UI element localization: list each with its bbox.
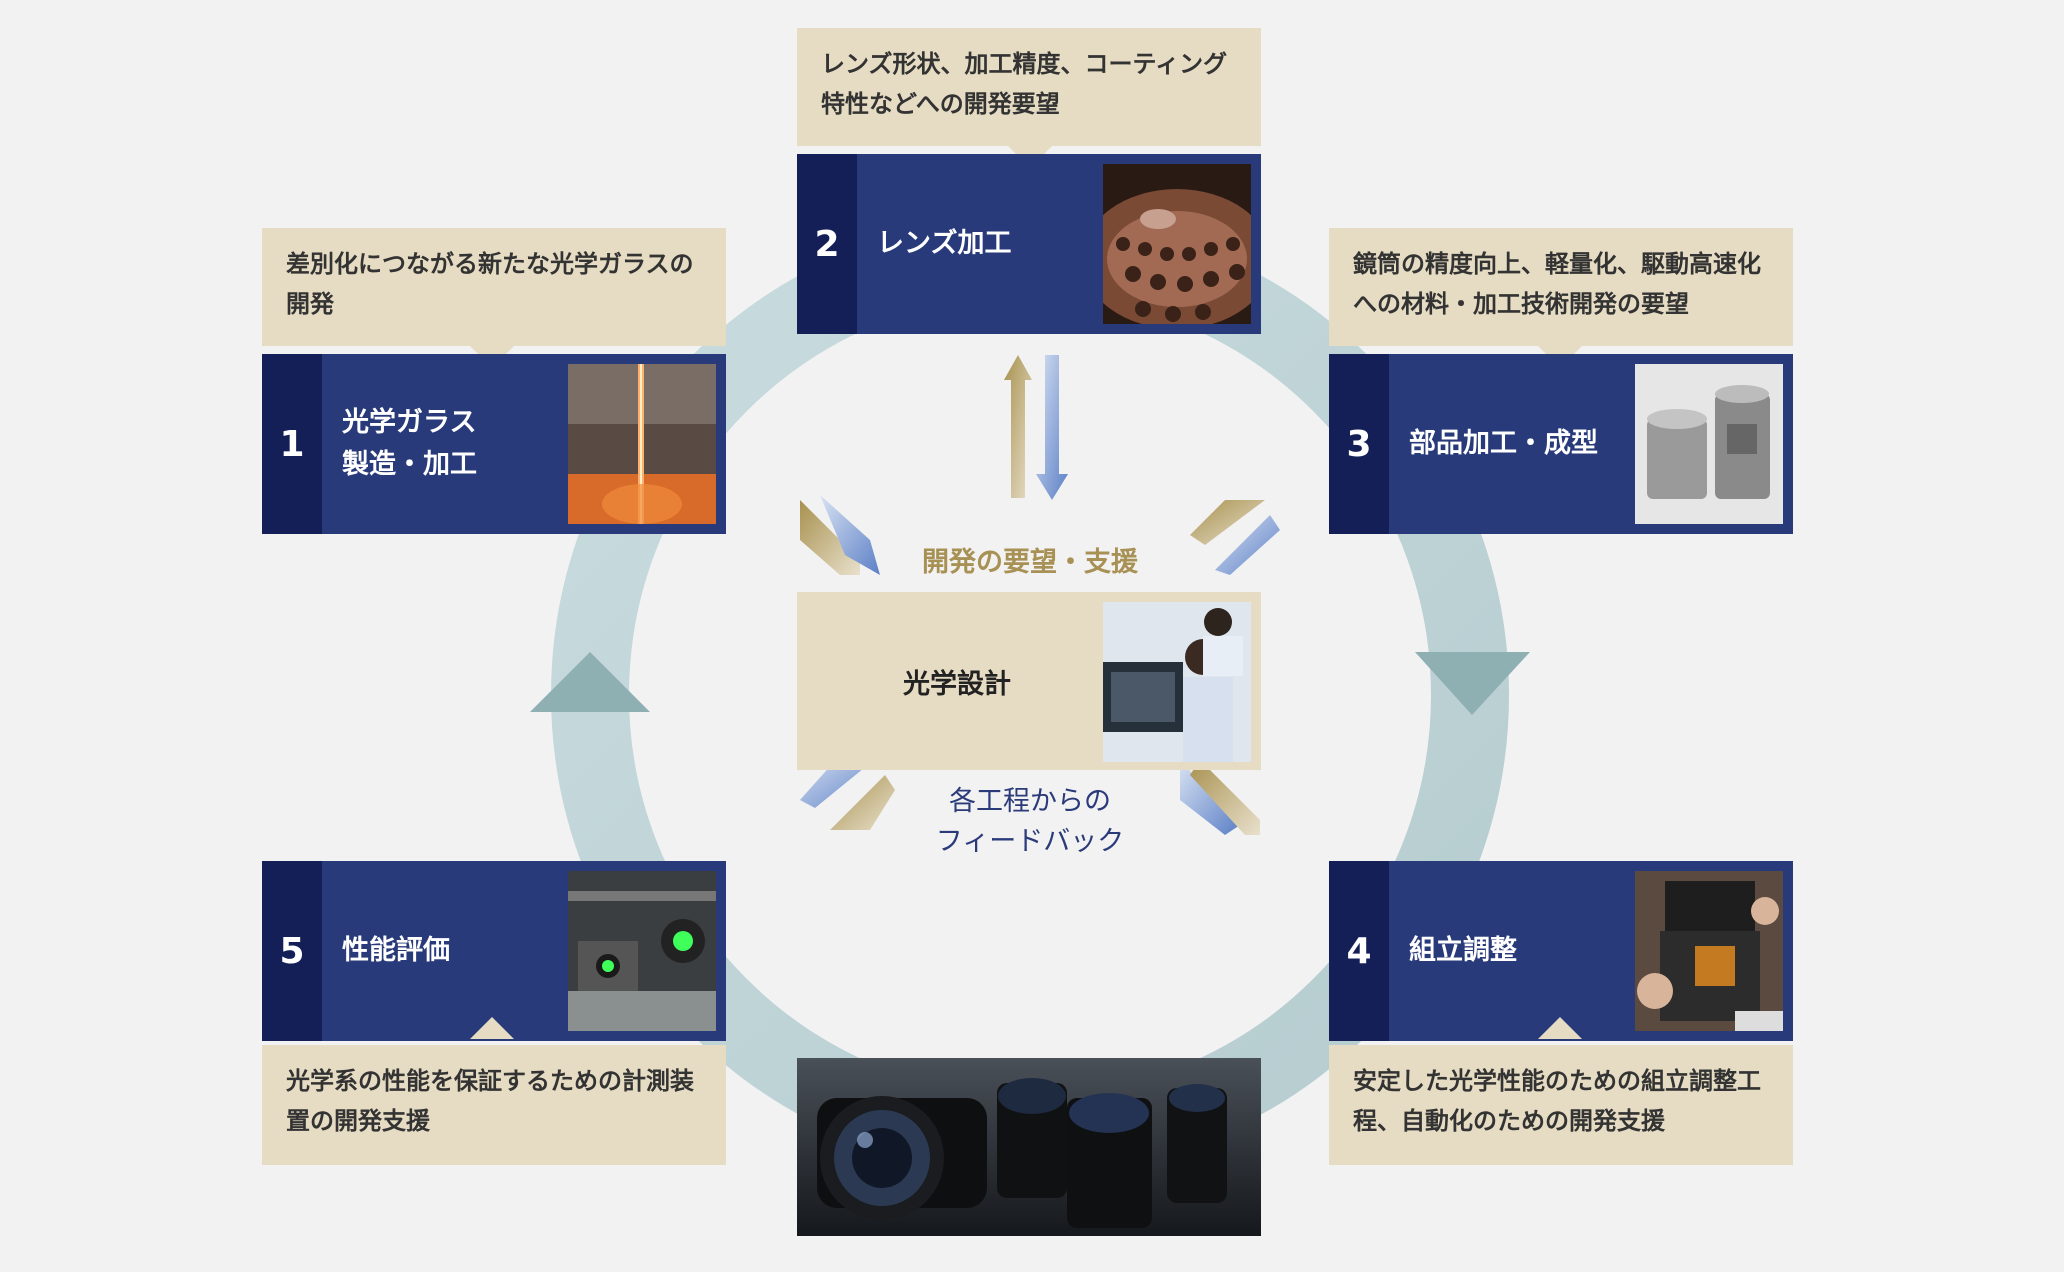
arrow-upper-left [800,495,880,575]
note-step-2: レンズ形状、加工精度、コーティング特性などへの開発要望 [797,28,1261,146]
optical-design-photo [1103,602,1251,762]
step-number: 2 [797,154,857,334]
note-step-5: 光学系の性能を保証するための計測装置の開発支援 [262,1045,726,1165]
measurement-equipment-photo [568,871,716,1031]
optical-design-title: 光学設計 [857,592,1057,770]
step-title: 組立調整 [1409,861,1629,1041]
lens-barrel-parts-photo [1635,364,1783,524]
step-title: 性能評価 [342,861,562,1041]
step-4-assembly-adjustment: 4 組立調整 [1329,861,1793,1041]
development-support-label: 開発の要望・支援 [880,540,1180,579]
note-pointer [470,1017,514,1039]
assembly-photo [1635,871,1783,1031]
glass-manufacturing-photo [568,364,716,524]
ring-arrow-up [530,652,650,712]
arrow-lower-right [1180,760,1260,835]
vertical-arrows [1004,355,1068,500]
step-1-optical-glass: 1 光学ガラス 製造・加工 [262,354,726,534]
step-number: 5 [262,861,322,1041]
lens-processing-photo [1103,164,1251,324]
camera-lenses-photo [797,1058,1261,1236]
optical-design-box: 光学設計 [797,592,1261,770]
step-3-parts-processing: 3 部品加工・成型 [1329,354,1793,534]
arrow-upper-right [1190,500,1280,575]
step-2-lens-processing: 2 レンズ加工 [797,154,1261,334]
step-number: 1 [262,354,322,534]
step-title: レンズ加工 [877,154,1097,334]
step-5-performance-evaluation: 5 性能評価 [262,861,726,1041]
note-step-1: 差別化につながる新たな光学ガラスの開発 [262,228,726,346]
step-title: 光学ガラス 製造・加工 [342,354,562,534]
step-title: 部品加工・成型 [1409,354,1629,534]
note-pointer [1538,1017,1582,1039]
step-number: 3 [1329,354,1389,534]
feedback-label: 各工程からの フィードバック [880,782,1180,862]
note-step-3: 鏡筒の精度向上、軽量化、駆動高速化への材料・加工技術開発の要望 [1329,228,1793,346]
note-step-4: 安定した光学性能のための組立調整工程、自動化のための開発支援 [1329,1045,1793,1165]
step-number: 4 [1329,861,1389,1041]
